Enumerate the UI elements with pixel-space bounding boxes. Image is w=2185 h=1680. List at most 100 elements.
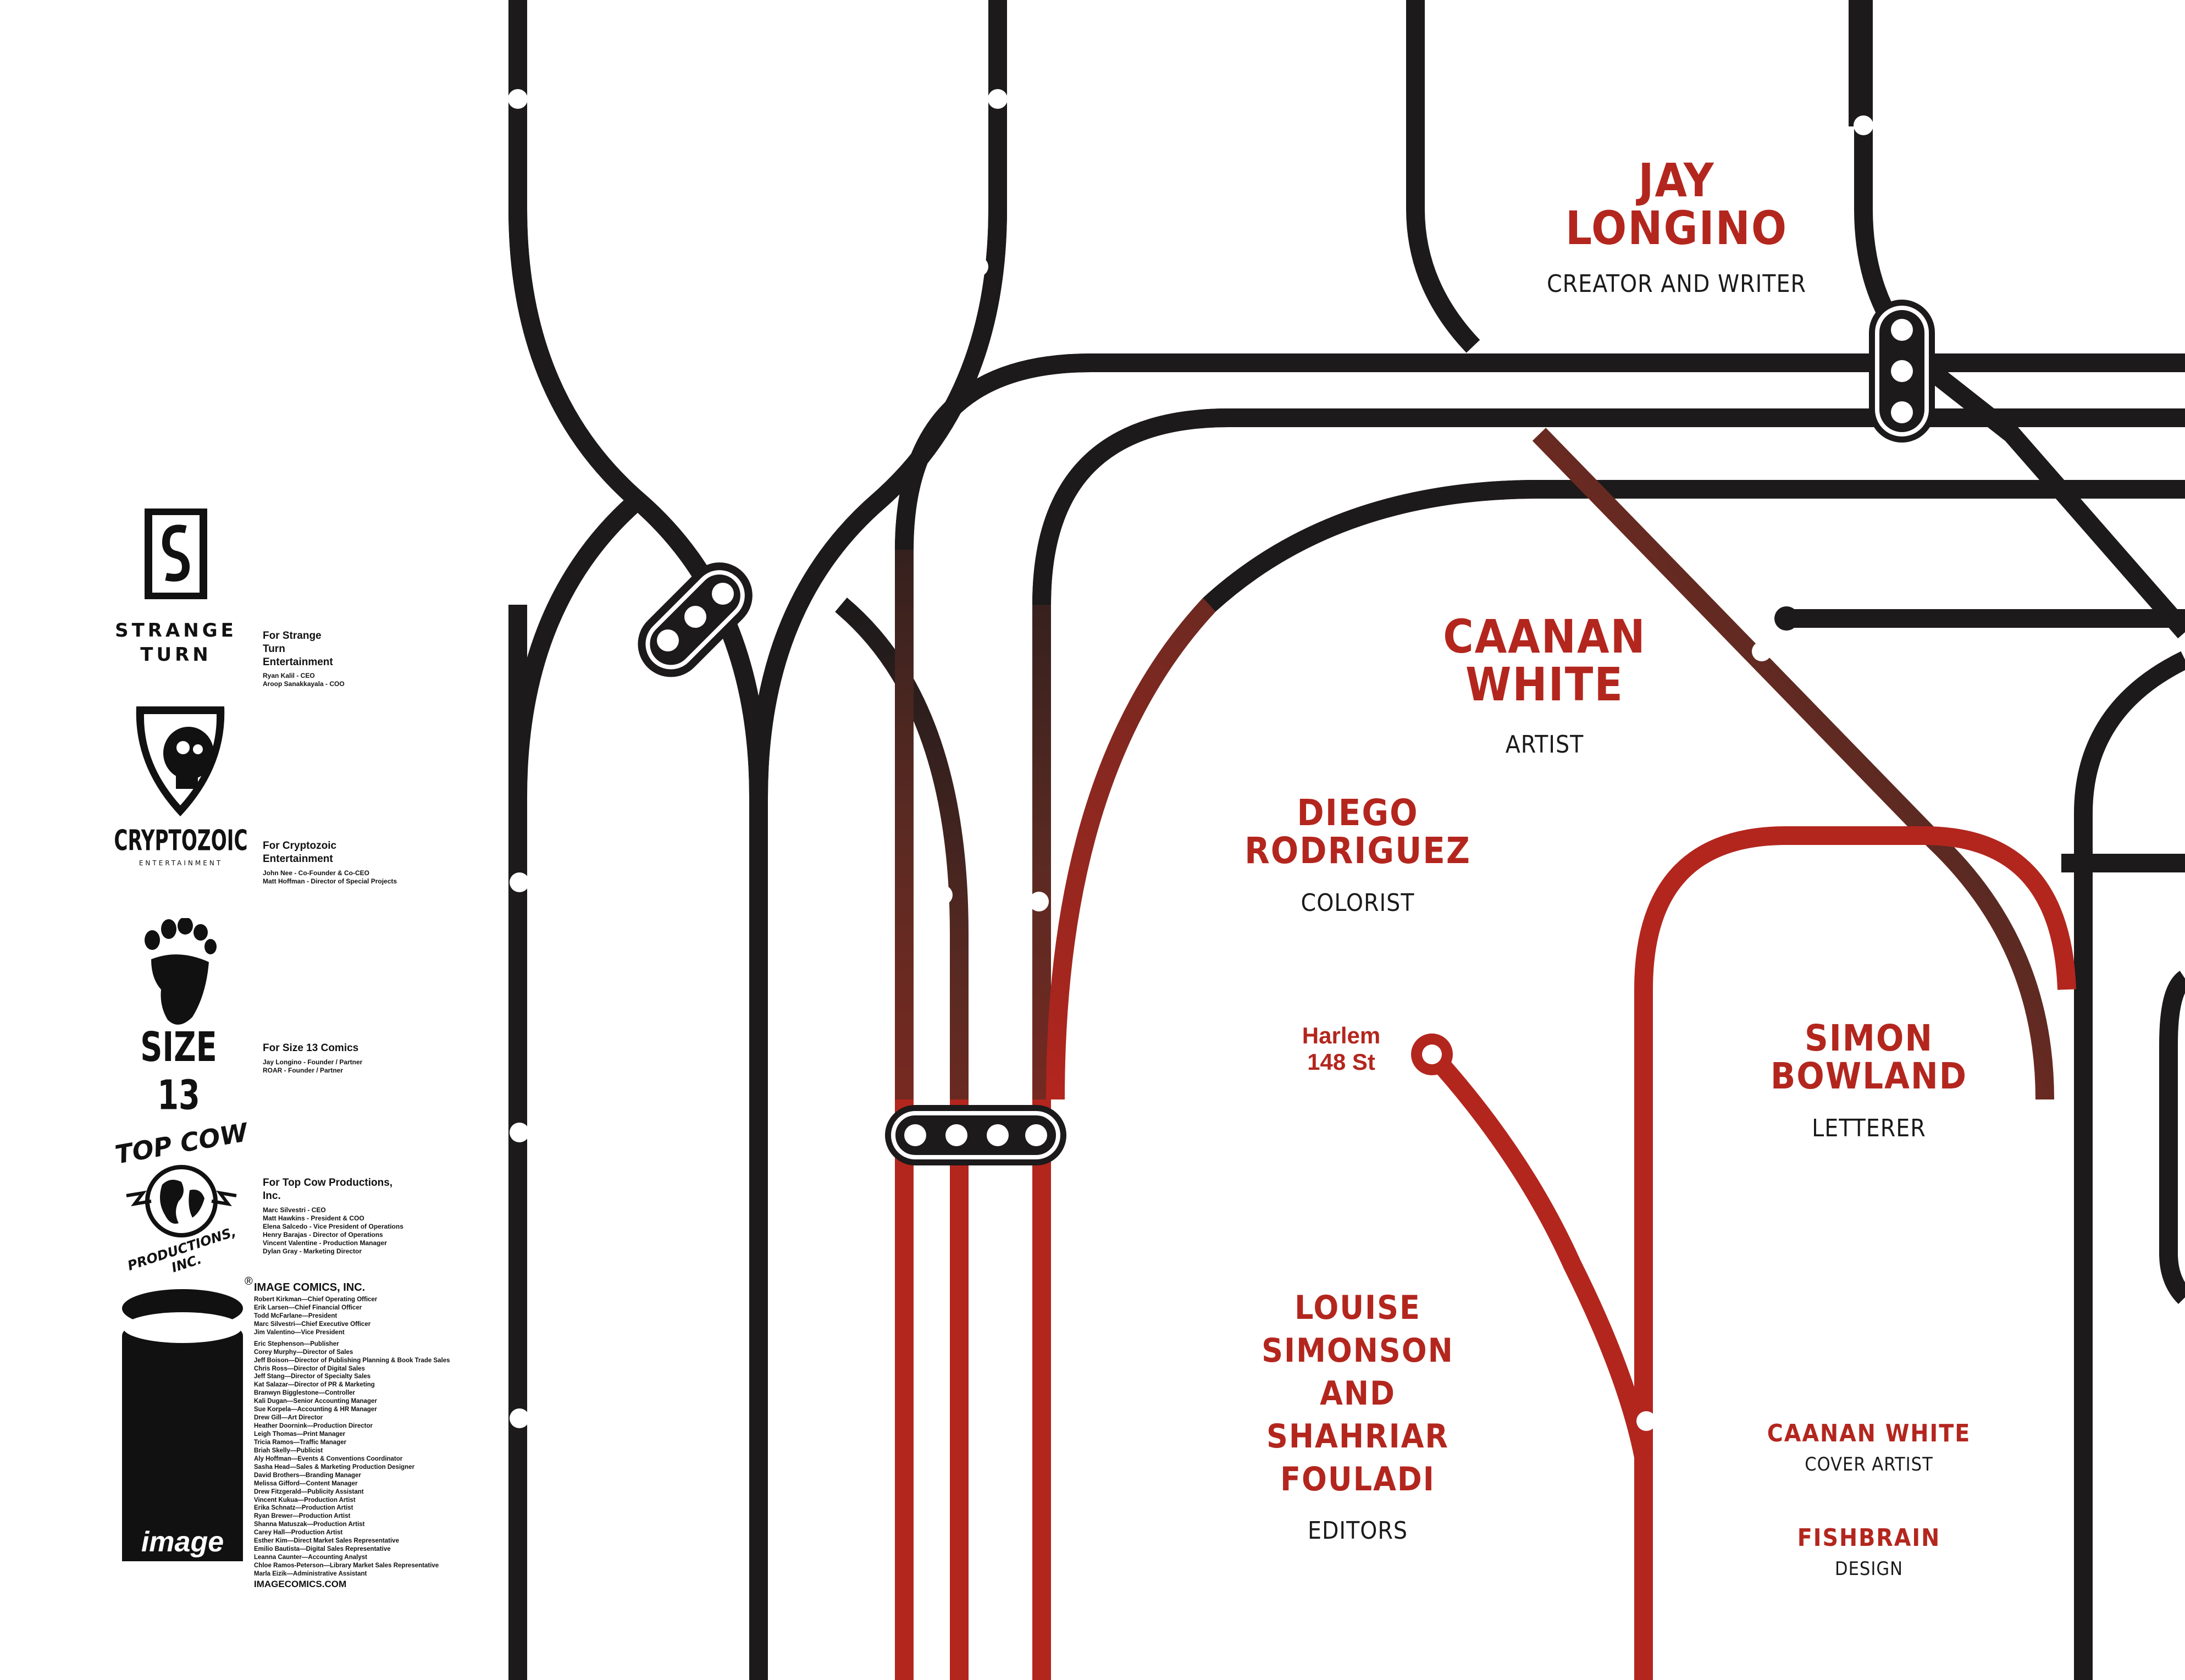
staff-line: Kat Salazar—Director of PR & Marketing bbox=[254, 1381, 375, 1389]
staff-line: Todd McFarlane—President bbox=[254, 1312, 338, 1319]
logo-word: TURN bbox=[140, 644, 212, 666]
size-13-logo bbox=[140, 917, 217, 1031]
staff-line: Jay Longino - Founder / Partner bbox=[263, 1058, 363, 1066]
staff-line: Ryan Kalil - CEO bbox=[263, 672, 315, 680]
staff-line: David Brothers—Branding Manager bbox=[254, 1472, 361, 1479]
staff-line: Matt Hoffman - Director of Special Proje… bbox=[263, 877, 397, 885]
logo-word: STRANGE bbox=[115, 620, 237, 642]
track-line bbox=[508, 493, 644, 798]
staff-line: Vincent Kukua—Production Artist bbox=[254, 1496, 356, 1504]
staff-line: Aly Hoffman—Events & Conventions Coordin… bbox=[254, 1455, 403, 1462]
credit-name-line: WHITE bbox=[1465, 657, 1624, 712]
credit-editors: LOUISE SIMONSON AND SHAHRIAR FOULADI EDI… bbox=[1220, 1286, 1495, 1544]
staff-line: Kali Dugan—Senior Accounting Manager bbox=[254, 1398, 377, 1405]
publisher-heading: For Size 13 Comics bbox=[263, 1042, 359, 1054]
staff-line: Briah Skelly—Publicist bbox=[254, 1447, 323, 1454]
staff-line: Marla Eizik—Administrative Assistant bbox=[254, 1570, 367, 1577]
staff-line: Corey Murphy—Director of Sales bbox=[254, 1349, 353, 1356]
cryptozoic-logo bbox=[125, 701, 235, 825]
staff-line: Dylan Gray - Marketing Director bbox=[263, 1247, 362, 1255]
credit-role: CREATOR AND WRITER bbox=[1547, 269, 1806, 298]
credit-name-line: LONGINO bbox=[1565, 201, 1788, 256]
skull-shield-icon bbox=[136, 706, 225, 816]
staff-line: Sasha Head—Sales & Marketing Production … bbox=[254, 1463, 415, 1471]
credit-name-line: LOUISE bbox=[1295, 1289, 1421, 1327]
staff-line: Aroop Sanakkayala - COO bbox=[263, 680, 345, 688]
credit-name-line: RODRIGUEZ bbox=[1244, 829, 1471, 872]
staff-line: Erik Larsen—Chief Financial Officer bbox=[254, 1304, 362, 1311]
track-line bbox=[1406, 0, 1480, 353]
strange-turn-logo bbox=[143, 507, 209, 602]
staff-line: Elena Salcedo - Vice President of Operat… bbox=[263, 1222, 403, 1230]
station-line: 148 St bbox=[1307, 1049, 1375, 1075]
publisher-heading: For Top Cow Productions, Inc. bbox=[263, 1177, 393, 1202]
staff-line: Shanna Matuszak—Production Artist bbox=[254, 1521, 365, 1528]
staff-line: Chloe Ramos-Peterson—Library Market Sale… bbox=[254, 1562, 439, 1569]
staff-line: Sue Korpela—Accounting & HR Manager bbox=[254, 1406, 377, 1413]
top-cow-logo: TOP COW PRODUCTIONS, INC. bbox=[110, 1117, 253, 1275]
size-13-wordmark: SIZE 13 bbox=[118, 1023, 239, 1119]
staff-line: Leanna Caunter—Accounting Analyst bbox=[254, 1554, 367, 1561]
track-line bbox=[2074, 651, 2185, 1680]
publisher-heading: For Strange Turn Entertainment bbox=[263, 630, 333, 668]
credit-name-line: BOWLAND bbox=[1770, 1054, 1968, 1097]
credit-design: FISHBRAIN DESIGN bbox=[1737, 1526, 2001, 1579]
image-logo: image bbox=[117, 1286, 248, 1567]
staff-line: Drew Gill—Art Director bbox=[254, 1414, 323, 1422]
track-line bbox=[508, 0, 768, 1680]
credit-cover-artist: CAANAN WHITE COVER ARTIST bbox=[1737, 1421, 2001, 1474]
staff-line: Leigh Thomas—Print Manager bbox=[254, 1431, 346, 1438]
track-line bbox=[1203, 480, 2185, 612]
credit-role: ARTIST bbox=[1505, 730, 1584, 759]
staff-line: Jim Valentino—Vice President bbox=[254, 1329, 345, 1336]
track-line bbox=[1032, 408, 1229, 605]
staff-line: Erika Schnatz—Production Artist bbox=[254, 1505, 353, 1512]
staff-line: Vincent Valentine - Production Manager bbox=[263, 1239, 387, 1247]
staff-line: Jeff Stang—Director of Specialty Sales bbox=[254, 1373, 371, 1380]
credit-name-line: SIMONSON bbox=[1262, 1331, 1454, 1370]
footprint-icon bbox=[145, 917, 217, 1025]
track-line bbox=[1532, 428, 2054, 1100]
credit-name-line: CAANAN bbox=[1443, 610, 1646, 664]
staff-line: Tricia Ramos—Traffic Manager bbox=[254, 1439, 347, 1446]
red-track-line bbox=[1425, 1048, 1653, 1459]
registered-mark: ® bbox=[245, 1275, 253, 1287]
globe-icon bbox=[126, 1165, 237, 1237]
image-wordmark: image bbox=[141, 1526, 224, 1558]
logo-word: CRYPTOZOIC bbox=[114, 824, 248, 857]
strange-turn-wordmark: STRANGE TURN bbox=[110, 618, 242, 667]
credit-role: EDITORS bbox=[1307, 1517, 1408, 1545]
interchange-capsule bbox=[885, 1105, 1066, 1165]
branch-end-marker bbox=[1774, 606, 1799, 631]
track-line bbox=[2159, 970, 2185, 1305]
red-track-line bbox=[1634, 826, 2076, 1680]
staff-line: Esther Kim—Direct Market Sales Represent… bbox=[254, 1538, 399, 1545]
staff-line: Matt Hawkins - President & COO bbox=[263, 1214, 364, 1222]
staff-line: Drew Fitzgerald—Publicity Assistant bbox=[254, 1488, 364, 1495]
staff-line: Robert Kirkman—Chief Operating Officer bbox=[254, 1296, 378, 1303]
staff-line: Marc Silvestri - CEO bbox=[263, 1206, 326, 1214]
staff-line: Jeff Boison—Director of Publishing Plann… bbox=[254, 1357, 450, 1364]
staff-line: ROAR - Founder / Partner bbox=[263, 1066, 344, 1074]
logo-word: SIZE 13 bbox=[140, 1023, 217, 1119]
station-label-harlem: Harlem 148 St bbox=[1259, 1023, 1424, 1076]
staff-line: Melissa Gifford—Content Manager bbox=[254, 1480, 358, 1487]
staff-line: Branwyn Bigglestone—Controller bbox=[254, 1390, 356, 1397]
staff-line: Heather Doornink—Production Director bbox=[254, 1423, 373, 1430]
staff-line: Ryan Brewer—Production Artist bbox=[254, 1513, 351, 1520]
track-line bbox=[835, 597, 969, 1680]
credit-name-line: FOULADI bbox=[1280, 1460, 1435, 1499]
interchange-capsule bbox=[1869, 300, 1935, 443]
track-line bbox=[749, 208, 1007, 798]
staff-line: Chris Ross—Director of Digital Sales bbox=[254, 1365, 365, 1372]
publisher-heading: For Cryptozoic Entertainment bbox=[263, 840, 337, 865]
station-line: Harlem bbox=[1302, 1023, 1381, 1048]
staff-line: Marc Silvestri—Chief Executive Officer bbox=[254, 1320, 371, 1328]
image-i-icon bbox=[122, 1289, 243, 1561]
logo-word: ENTERTAINMENT bbox=[139, 859, 223, 867]
cryptozoic-wordmark: CRYPTOZOIC ENTERTAINMENT bbox=[110, 824, 252, 867]
credit-name-line: CAANAN WHITE bbox=[1767, 1419, 1971, 1447]
